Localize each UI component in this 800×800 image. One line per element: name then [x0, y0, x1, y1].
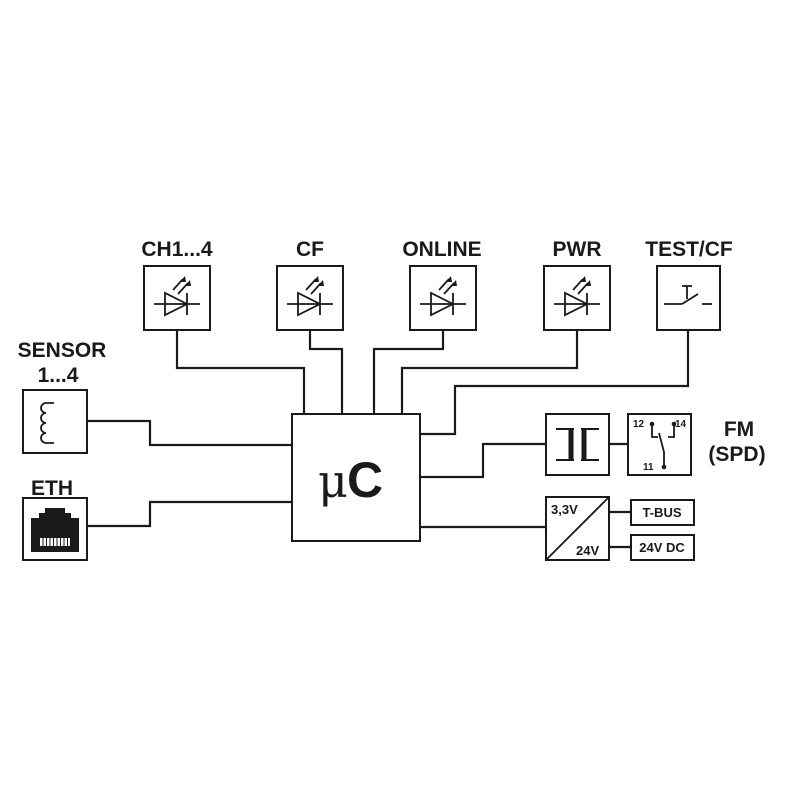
- terminal-11: 11: [643, 462, 654, 473]
- indicator-online-label: ONLINE: [402, 238, 481, 261]
- microcontroller-block: μ C: [291, 413, 421, 542]
- supply-block: 24V DC: [630, 534, 695, 561]
- indicator-cf-label: CF: [296, 238, 324, 261]
- indicator-test-cf-label: TEST/CF: [645, 238, 733, 261]
- led-icon: [554, 276, 600, 317]
- tbus-block: T-BUS: [630, 499, 695, 526]
- input-eth: ETH: [22, 477, 88, 561]
- indicator-cf: CF: [276, 238, 344, 331]
- converter-bottom-voltage: 24V: [576, 543, 599, 558]
- relay-block: 12 14 11: [627, 413, 692, 476]
- led-icon: [420, 276, 466, 317]
- sensor-label-line1: SENSOR: [18, 339, 107, 362]
- sensor-label-line2: 1...4: [38, 364, 79, 387]
- fm-label-line2: (SPD): [708, 443, 765, 466]
- optocoupler-icon: [556, 428, 599, 461]
- eth-label: ETH: [31, 477, 73, 500]
- wire-ch-to-uc: [175, 330, 306, 414]
- wire-uc-to-isolator: [420, 442, 546, 479]
- wire-online-to-uc: [372, 330, 445, 414]
- wire-sensor-to-uc: [87, 419, 292, 447]
- input-sensor: SENSOR 1...4: [18, 339, 107, 454]
- indicator-test-cf: TEST/CF: [645, 238, 733, 331]
- wire-pwr-to-uc: [400, 330, 579, 414]
- indicator-ch: CH1...4: [141, 238, 213, 331]
- tbus-label: T-BUS: [643, 505, 682, 520]
- pushbutton-icon: [664, 285, 712, 305]
- coil-icon: [40, 402, 54, 444]
- indicator-pwr: PWR: [543, 238, 611, 331]
- led-icon: [154, 276, 200, 317]
- connection-wires: [87, 330, 690, 549]
- supply-label: 24V DC: [639, 540, 685, 555]
- relay-contact-icon: [649, 421, 677, 470]
- optocoupler-block: [545, 413, 610, 476]
- c-symbol: C: [347, 452, 383, 508]
- terminal-14: 14: [675, 419, 687, 430]
- terminal-12: 12: [633, 419, 645, 430]
- led-icon: [287, 276, 333, 317]
- voltage-converter-block: 3,3V 24V: [545, 496, 610, 561]
- converter-top-voltage: 3,3V: [551, 502, 578, 517]
- indicator-pwr-label: PWR: [553, 238, 602, 261]
- fm-label-line1: FM: [724, 418, 754, 441]
- wire-cf-to-uc: [308, 330, 344, 414]
- converter-diagonal: [545, 496, 610, 561]
- rj45-port-icon: [31, 508, 79, 552]
- mu-symbol: μ: [318, 454, 348, 508]
- indicator-online: ONLINE: [402, 238, 482, 331]
- indicator-ch-label: CH1...4: [141, 238, 213, 261]
- wire-eth-to-uc: [87, 500, 292, 528]
- wire-test-to-uc: [420, 330, 690, 436]
